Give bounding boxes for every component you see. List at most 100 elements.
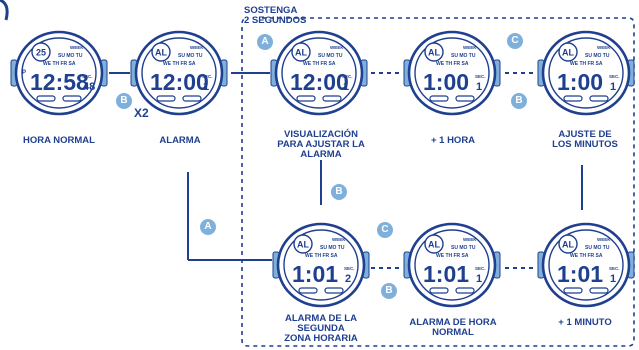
seconds-digits: 1 [203, 81, 209, 93]
button-a-badge: A [257, 34, 273, 50]
days-row-1: SU MO TU [320, 245, 345, 251]
label-set-line-2: PARA AJUSTAR LA [277, 139, 365, 150]
week-label: WEEK [70, 45, 84, 50]
seconds-digits: 1 [343, 81, 349, 93]
seconds-label: SEC. [202, 74, 213, 79]
press-twice-label: X2 [134, 106, 149, 120]
indicator-label: AL [562, 48, 574, 58]
label-second-zone: ALARMA DE LA SEGUNDA ZONA HORARIA [268, 314, 374, 344]
button-b-badge: B [511, 93, 527, 109]
days-row-1: SU MO TU [451, 53, 476, 59]
label-zone-line-2: SEGUNDA [297, 323, 345, 334]
week-label: WEEK [330, 45, 344, 50]
days-row-2: WE TH FR SA [163, 61, 196, 67]
watch-plus-minute: AL WEEK SU MO TU WE TH FR SA 1:01 SEC. 1 [537, 222, 635, 308]
button-b-badge: B [381, 283, 397, 299]
days-row-2: WE TH FR SA [436, 61, 469, 67]
label-plus-hour: + 1 HORA [404, 136, 502, 146]
days-row-2: WE TH FR SA [436, 253, 469, 259]
seconds-label: SEC. [609, 266, 620, 271]
seconds-digits: 1 [476, 273, 482, 285]
time-digits: 1:01 [423, 261, 469, 287]
label-hour-alarm-line-1: ALARMA DE HORA [409, 317, 497, 328]
label-alarm-set: VISUALIZACIÓN PARA AJUSTAR LA ALARMA [262, 130, 380, 160]
days-row-2: WE TH FR SA [570, 253, 603, 259]
label-normal: HORA NORMAL [4, 136, 114, 146]
label-alarm-line: ALARMA [159, 135, 201, 146]
time-digits: 1:00 [557, 69, 603, 95]
label-normal-line: HORA NORMAL [23, 135, 95, 146]
button-b-badge: B [331, 184, 347, 200]
label-plus-minute: + 1 MINUTO [532, 318, 638, 328]
label-minutes-line-2: LOS MINUTOS [552, 139, 618, 150]
seconds-digits: 1 [610, 273, 616, 285]
indicator-label: AL [562, 240, 574, 250]
button-b-badge: B [116, 93, 132, 109]
watch-face: AL WEEK SU MO TU WE TH FR SA 1:00 SEC. 1 [403, 30, 501, 116]
seconds-label: SEC. [342, 74, 353, 79]
time-digits: 12:58 [30, 69, 89, 95]
indicator-label: AL [295, 48, 307, 58]
days-row-1: SU MO TU [318, 53, 343, 59]
days-row-1: SU MO TU [178, 53, 203, 59]
watch-face: AL WEEK SU MO TU WE TH FR SA 1:01 SEC. 1 [537, 222, 635, 308]
seconds-label: SEC. [82, 74, 93, 79]
days-row-1: SU MO TU [58, 53, 83, 59]
indicator-label: AL [428, 48, 440, 58]
seconds-digits: 48 [83, 81, 95, 93]
seconds-digits: 2 [345, 273, 351, 285]
label-alarm: ALARMA [130, 136, 230, 146]
days-row-2: WE TH FR SA [43, 61, 76, 67]
seconds-digits: 1 [476, 81, 482, 93]
days-row-2: WE TH FR SA [303, 61, 336, 67]
pm-indicator: P [22, 70, 26, 76]
watch-face: AL WEEK SU MO TU WE TH FR SA 1:00 SEC. 1 [537, 30, 635, 116]
week-label: WEEK [332, 237, 346, 242]
week-label: WEEK [597, 45, 611, 50]
indicator-label: 25 [36, 48, 46, 58]
button-c-badge: C [507, 33, 523, 49]
days-row-2: WE TH FR SA [305, 253, 338, 259]
indicator-label: AL [428, 240, 440, 250]
time-digits: 1:01 [557, 261, 603, 287]
days-row-1: SU MO TU [585, 53, 610, 59]
hold-line-1: SOSTENGA [244, 5, 298, 16]
week-label: WEEK [190, 45, 204, 50]
days-row-1: SU MO TU [451, 245, 476, 251]
time-digits: 1:00 [423, 69, 469, 95]
label-hour-alarm: ALARMA DE HORA NORMAL [400, 318, 506, 338]
days-row-1: SU MO TU [585, 245, 610, 251]
seconds-digits: 1 [610, 81, 616, 93]
days-row-2: WE TH FR SA [570, 61, 603, 67]
seconds-label: SEC. [609, 74, 620, 79]
week-label: WEEK [463, 237, 477, 242]
label-hour-line: + 1 HORA [430, 135, 476, 146]
time-digits: 12:00 [150, 69, 209, 95]
label-minutes-line-1: AJUSTE DE [558, 129, 612, 140]
label-minutes-adjust: AJUSTE DE LOS MINUTOS [532, 130, 638, 150]
indicator-label: AL [155, 48, 167, 58]
label-set-line-1: VISUALIZACIÓN [284, 129, 358, 140]
week-label: WEEK [463, 45, 477, 50]
week-label: WEEK [597, 237, 611, 242]
button-c-badge: C [377, 222, 393, 238]
label-hour-alarm-line-2: NORMAL [432, 327, 474, 338]
button-a-badge: A [200, 219, 216, 235]
label-set-line-3: ALARMA [300, 149, 342, 160]
hold-instruction: SOSTENGA 2 SEGUNDOS [244, 6, 306, 26]
label-plus-minute-line: + 1 MINUTO [558, 317, 612, 328]
seconds-label: SEC. [475, 74, 486, 79]
watch-plus-hour: AL WEEK SU MO TU WE TH FR SA 1:00 SEC. 1 [403, 30, 501, 116]
